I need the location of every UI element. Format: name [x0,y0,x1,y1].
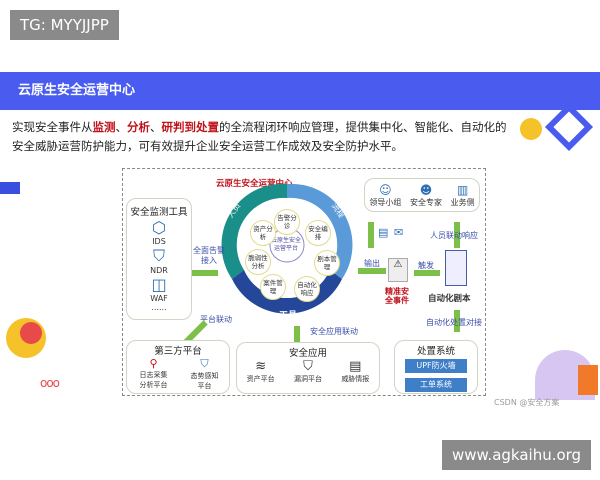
arrow-alert-in [192,270,218,276]
node: 案件管理 [260,274,286,300]
monitor-title: 安全监测工具 [130,207,188,218]
document-icon: ▤ [378,226,389,239]
decor-circle-red [20,322,42,344]
layers-icon: ≋ [255,359,267,374]
third-party-item: 态势感知平台 [190,372,219,390]
label-platform-link: 平台联动 [200,315,232,324]
disposal-item: 工单系统 [405,378,467,392]
third-party-box: 第三方平台 ⚲日志采集分析平台 ⛉ 态势感知平台 [126,340,230,394]
shield-icon: ⛉ [200,357,209,370]
csdn-watermark: CSDN @安全方案 [494,398,560,407]
share-icon [520,118,542,140]
label-trigger: 触发 [418,261,434,270]
playbook-icon [445,250,467,286]
mail-icon: ✉ [394,226,404,239]
decor-bar [0,182,20,194]
label-people-link: 人员联动响应 [430,231,478,240]
node: 脆弱性分析 [245,249,271,275]
decor-server [578,365,598,395]
arrow-output [358,268,386,274]
watermark-top: TG: MYYJJPP [10,10,119,40]
app-item: 威胁情报 [341,375,370,383]
node: 告警分诊 [274,209,300,235]
roles-box: ☺领导小组 ☻安全专家 ▥业务侧 [364,178,480,212]
arrow-app-link [294,326,300,342]
disposal-item: UPF防火墙 [405,359,467,373]
label-alert-in: 全面告警接入 [193,246,225,265]
monitor-tools-box: 安全监测工具 ⬡ IDS ⛉ NDR ◫ WAF ...... [126,198,192,320]
disposal-box: 处置系统 UPF防火墙 工单系统 [394,340,478,394]
ids-icon: ⬡ [152,218,166,237]
node: 资产分析 [250,220,276,246]
decor-diamond [544,102,594,152]
waf-icon: ◫ [151,275,167,294]
node: 安全编排 [305,220,331,246]
arrow-trigger [414,270,440,276]
tool-ids: IDS [152,237,166,246]
arrow-people-link [454,222,460,248]
core-platform: 云原生安全运营平台 [271,237,302,252]
search-icon: ⚲ [149,357,158,370]
ring-people [221,183,287,279]
security-apps-box: 安全应用 ≋资产平台 ⛉漏洞平台 ▤威胁情报 [236,342,380,394]
arrow-notify [368,222,374,248]
page-title: 云原生安全运营中心 [0,72,600,110]
ndr-icon: ⛉ [152,246,165,265]
leader-icon: ☺ [379,182,392,197]
third-party-item: 日志采集分析平台 [139,371,168,389]
role: 安全专家 [409,197,442,207]
role: 领导小组 [369,197,402,207]
tool-more: ...... [151,303,167,312]
tool-waf: WAF [150,294,168,303]
vuln-icon: ⛉ [303,359,313,374]
role: 业务侧 [450,197,475,207]
node: 自动化响应 [294,276,320,302]
disposal-title: 处置系统 [416,346,455,357]
label-app-link: 安全应用联动 [310,327,358,336]
intel-icon: ▤ [349,359,362,374]
chart-icon: ▥ [456,182,469,197]
auto-playbook: 自动化剧本 [428,294,471,304]
tool-ndr: NDR [150,266,168,275]
diagram-frame [122,168,486,396]
security-apps-title: 安全应用 [288,348,327,359]
third-party-title: 第三方平台 [154,346,202,357]
description: 实现安全事件从监测、分析、研判到处置的全流程闭环响应管理，提供集中化、智能化、自… [12,120,507,153]
app-item: 漏洞平台 [293,375,322,383]
app-item: 资产平台 [246,375,275,383]
event-icon: ⚠ [388,258,408,282]
arrow-auto-link [454,310,460,332]
decor-dots: ooo [40,376,60,390]
label-auto-link: 自动化处置对接 [426,318,482,327]
expert-icon: ☻ [419,182,433,197]
ring-label-tools: 工具 [279,311,298,321]
precise-event: 精准安全事件 [385,287,409,305]
label-output: 输出 [364,259,380,268]
watermark-bottom: www.agkaihu.org [442,440,592,470]
ring-tools [232,270,342,314]
ring-process [287,183,353,279]
node: 剧本管理 [314,250,340,276]
center-title: 云原生安全运营中心 [216,179,293,189]
